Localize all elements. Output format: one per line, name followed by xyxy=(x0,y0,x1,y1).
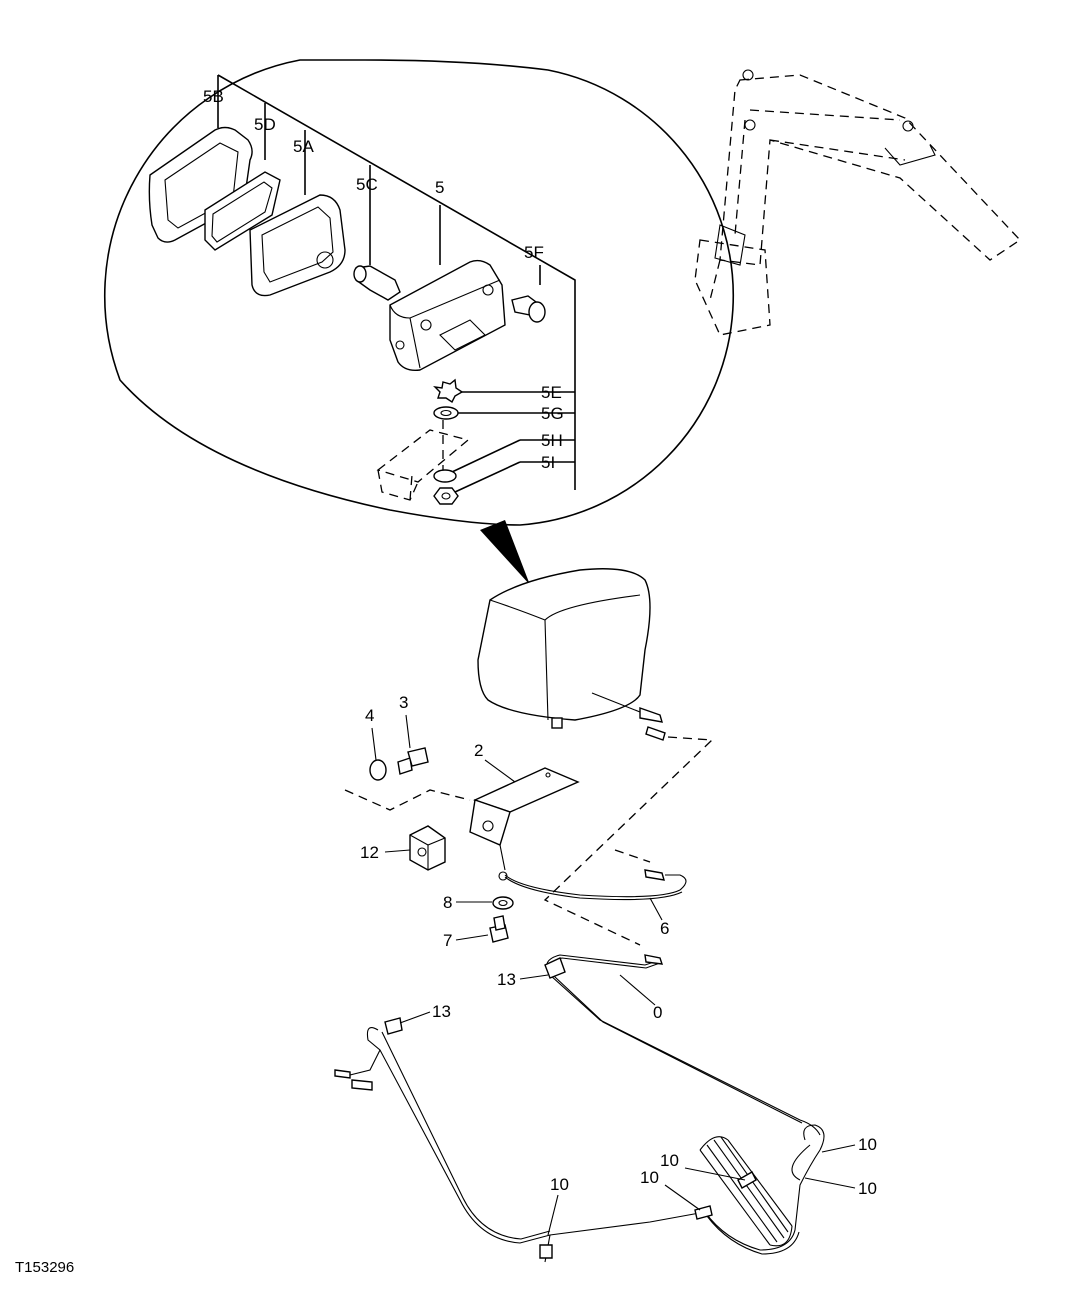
callout-5c: 5C xyxy=(356,175,378,194)
gasket xyxy=(204,171,281,251)
callout-5i: 5I xyxy=(541,453,555,472)
screw-5f xyxy=(511,295,546,323)
callout-12: 12 xyxy=(360,843,379,862)
callout-2: 2 xyxy=(474,741,483,760)
bolt-3 xyxy=(397,747,429,775)
callout-6: 6 xyxy=(660,919,669,938)
coiled-bundle xyxy=(699,1136,793,1247)
figure-id: T153296 xyxy=(15,1259,74,1276)
callout-3: 3 xyxy=(399,693,408,712)
callout-7: 7 xyxy=(443,931,452,950)
callout-5e: 5E xyxy=(541,383,562,402)
detail-pointer xyxy=(480,520,530,585)
callout-8: 8 xyxy=(443,893,452,912)
bracket-phantom xyxy=(376,420,470,501)
ground-wire xyxy=(498,869,687,901)
callout-labels: 5B 5D 5A 5C 5 5F 5E 5G 5H 5I 4 3 2 12 8 … xyxy=(15,87,877,1276)
washer-4 xyxy=(369,759,387,781)
dashed-routing xyxy=(344,736,714,946)
callout-10a: 10 xyxy=(858,1135,877,1154)
callout-13b: 13 xyxy=(432,1002,451,1021)
callout-10e: 10 xyxy=(550,1175,569,1194)
callout-5a: 5A xyxy=(293,137,314,156)
callout-bus xyxy=(217,74,576,493)
callout-13a: 13 xyxy=(497,970,516,989)
callout-0: 0 xyxy=(653,1003,662,1022)
flat-washer xyxy=(433,406,459,420)
wire-harness xyxy=(544,954,821,1136)
callout-5f: 5F xyxy=(524,243,544,262)
callout-5: 5 xyxy=(435,178,444,197)
callout-10d: 10 xyxy=(640,1168,659,1187)
hex-nut xyxy=(433,487,459,505)
bracket xyxy=(469,767,580,871)
callout-10b: 10 xyxy=(858,1179,877,1198)
callout-10c: 10 xyxy=(660,1151,679,1170)
main-harness xyxy=(334,1017,825,1263)
callout-5d: 5D xyxy=(254,115,276,134)
screw-7 xyxy=(489,915,509,943)
callout-4: 4 xyxy=(365,706,374,725)
bulb xyxy=(353,265,401,301)
callout-5h: 5H xyxy=(541,431,563,450)
isolator-block xyxy=(409,825,446,871)
callout-5b: 5B xyxy=(203,87,224,106)
callout-5g: 5G xyxy=(541,404,564,423)
washer-8 xyxy=(492,896,514,910)
lamp-lens xyxy=(249,194,346,297)
star-washer xyxy=(433,378,464,404)
lamp-housing-detail xyxy=(389,259,506,372)
lamp-housing xyxy=(477,568,651,729)
excavator-boom-sketch xyxy=(694,69,1022,336)
detail-oval xyxy=(103,59,735,585)
lamp-pigtail xyxy=(591,692,666,741)
washer-5h xyxy=(433,469,457,483)
